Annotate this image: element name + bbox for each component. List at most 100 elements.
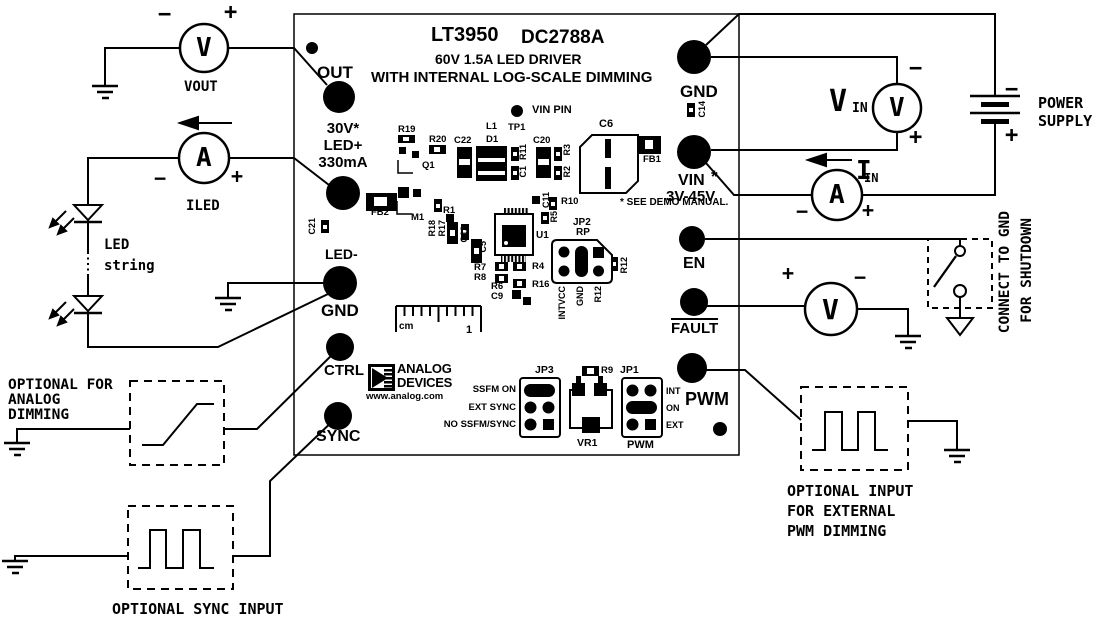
silk-r6: R6 (491, 281, 504, 292)
vr1-label: VR1 (577, 437, 598, 449)
iled-meter-letter: A (196, 143, 212, 173)
led-string-label-2: string (104, 258, 155, 274)
analog-devices-logo-icon (368, 364, 395, 391)
pad-label-en: EN (683, 255, 706, 272)
jp2-sub-label: RP (576, 227, 590, 238)
jp1-row-on: ON (666, 403, 680, 413)
pad-label-led-plus-voltage: 30V* (326, 120, 360, 137)
pwm-input-note-2: FOR EXTERNAL (787, 502, 896, 520)
vout-meter-letter: V (196, 33, 212, 63)
u1-ic-icon (494, 208, 534, 262)
silk-cm: cm (399, 321, 414, 332)
iin-meter-letter: A (829, 180, 845, 210)
silk-c1: C1 (518, 166, 528, 178)
pad-label-vin: VIN (678, 172, 705, 189)
silk-r7: R7 (474, 262, 487, 273)
callout-boxes (127, 238, 993, 590)
iin-label-sub: IN (864, 171, 879, 185)
testpoint-pwm (713, 422, 727, 436)
iled-meter-plus: + (231, 164, 244, 188)
pwm-square-waveform-icon (812, 411, 888, 451)
sync-input-box (127, 505, 234, 590)
wires (14, 13, 996, 561)
silk-c22: C22 (454, 135, 472, 146)
pad-sync (324, 402, 352, 430)
battery-minus: − (1005, 77, 1019, 102)
jp2-header-icon (551, 239, 613, 284)
ramp-waveform-icon (142, 403, 214, 446)
pad-fault (680, 288, 708, 316)
silk-r2: R2 (562, 166, 572, 178)
iin-meter-plus: + (862, 198, 875, 222)
iled-meter-icon (177, 131, 231, 185)
pad-gnd-right (677, 40, 711, 74)
fault-meter-plus: + (782, 261, 795, 285)
silk-c12: C12 (459, 226, 469, 243)
pwm-input-note-1: OPTIONAL INPUT (787, 482, 914, 500)
shutdown-switch-icon (933, 245, 967, 298)
silk-c20: C20 (533, 135, 551, 146)
power-supply-label-2: SUPPLY (1038, 112, 1093, 130)
analog-dimming-note-2: ANALOG (8, 392, 61, 408)
pad-label-led-plus-current: 330mA (318, 154, 368, 171)
vin-label-main: V (829, 84, 848, 119)
silk-q1: Q1 (422, 160, 435, 171)
silk-fb2: FB2 (371, 207, 389, 218)
battery-icon (970, 94, 1020, 124)
jp2-col-gnd: GND (575, 286, 585, 306)
silk-fb1: FB1 (643, 154, 661, 165)
silk-r8: R8 (474, 272, 487, 283)
silk-r1: R1 (443, 205, 456, 216)
led-emission-arrows (48, 210, 75, 327)
current-arrows (176, 115, 852, 168)
led-string-icon (48, 204, 105, 327)
silk-r19: R19 (398, 124, 416, 135)
iin-meter-minus: − (796, 199, 809, 223)
vin-meter-letter: V (889, 93, 905, 123)
silk-c14: C14 (697, 101, 707, 118)
vout-meter-label: VOUT (184, 79, 218, 95)
jp3-header-icon (519, 377, 561, 438)
pad-label-led-plus: LED+ (323, 137, 363, 154)
silk-r17: R17 (437, 220, 447, 237)
pad-label-gnd-right: GND (680, 82, 718, 101)
sync-square-waveform-icon (138, 529, 214, 569)
testpoint-vin-pin (511, 105, 523, 117)
iin-label-main: I (856, 156, 872, 186)
led-string-label-1: LED (104, 237, 130, 253)
silk-c6: C6 (599, 118, 614, 130)
silk-d1: D1 (486, 134, 499, 145)
jp2-col-intvcc: INTVCC (557, 286, 567, 320)
waveforms (138, 403, 888, 569)
jp2-label: JP2 (573, 217, 591, 228)
pad-label-out: OUT (317, 63, 353, 82)
silk-r5: R5 (549, 211, 559, 223)
testpoint-out (306, 42, 318, 54)
pad-vin (677, 135, 711, 169)
pad-en (679, 226, 705, 252)
iin-meter-icon (810, 168, 864, 222)
vout-meter-icon (178, 22, 230, 74)
pad-label-gnd-left: GND (321, 301, 359, 320)
cm-ruler-icon (395, 305, 482, 332)
jp3-row-no-ssfm-sync: NO SSFM/SYNC (443, 419, 516, 430)
silk-r20: R20 (429, 134, 447, 145)
jp1-label: JP1 (620, 364, 639, 376)
vin-meter-minus: − (909, 56, 923, 81)
pad-led-minus-gnd (323, 266, 357, 300)
vin-meter-plus: + (909, 125, 923, 150)
jp1-row-int: INT (666, 386, 681, 396)
silk-r9: R9 (601, 365, 614, 376)
silk-r4: R4 (532, 261, 545, 272)
jp3-label: JP3 (535, 364, 554, 376)
pad-led-plus (326, 176, 360, 210)
analog-dimming-box (129, 380, 225, 466)
silk-c21: C21 (307, 218, 317, 235)
board-subtitle: 60V 1.5A LED DRIVER (435, 51, 582, 67)
battery-plus: + (1005, 123, 1019, 148)
pwm-input-note-3: PWM DIMMING (787, 522, 887, 540)
silk-r3: R3 (562, 144, 572, 156)
demo-manual-note: * SEE DEMO MANUAL. (620, 197, 729, 208)
